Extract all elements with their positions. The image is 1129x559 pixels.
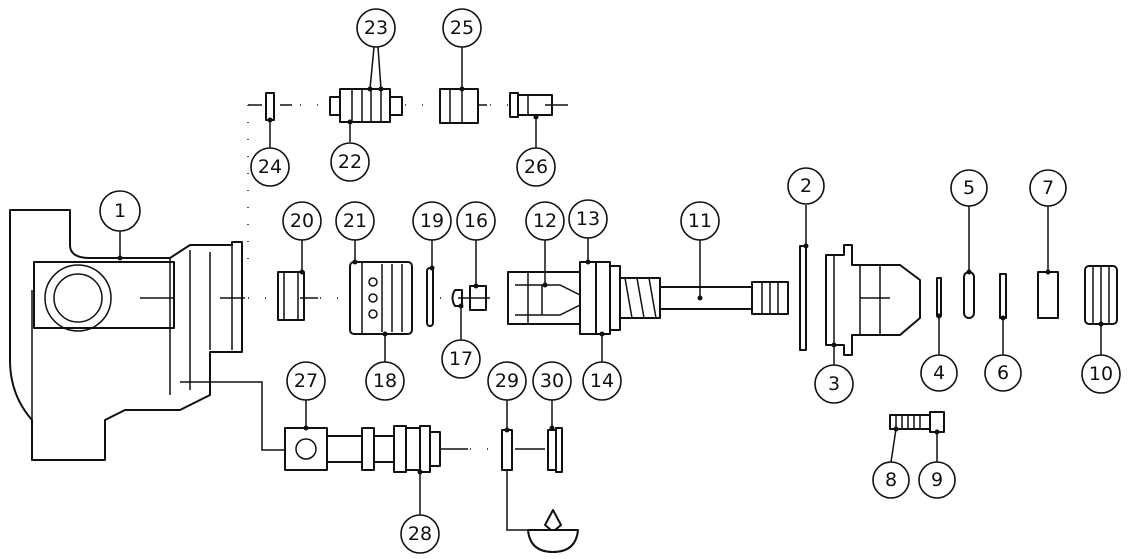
- callout-2: 2: [787, 167, 825, 205]
- callout-17: 17: [441, 339, 481, 379]
- callout-28: 28: [400, 514, 440, 554]
- svg-text:8: 8: [885, 469, 897, 491]
- top-assembly-row: [247, 88, 568, 260]
- callout-5: 5: [950, 169, 988, 207]
- svg-text:28: 28: [408, 523, 432, 545]
- svg-text:7: 7: [1042, 177, 1054, 199]
- callouts: 1 2 3 4 5 6 7 8 9 10 11 12 13 14 16 17 1…: [99, 8, 1121, 554]
- callout-26: 26: [516, 147, 556, 187]
- svg-text:23: 23: [364, 17, 388, 39]
- svg-text:30: 30: [540, 370, 564, 392]
- svg-text:18: 18: [373, 370, 397, 392]
- callout-1: 1: [99, 190, 141, 232]
- svg-text:29: 29: [495, 370, 519, 392]
- callout-18: 18: [365, 361, 405, 401]
- part-1-housing: [9, 209, 245, 461]
- callout-21: 21: [335, 201, 375, 241]
- svg-text:3: 3: [828, 373, 840, 395]
- svg-text:17: 17: [449, 348, 473, 370]
- callout-7: 7: [1029, 169, 1067, 207]
- callout-13: 13: [568, 199, 608, 239]
- callout-24: 24: [250, 147, 290, 187]
- svg-text:14: 14: [590, 370, 614, 392]
- svg-text:2: 2: [800, 175, 812, 197]
- svg-text:6: 6: [997, 362, 1009, 384]
- callout-22: 22: [330, 142, 370, 182]
- callout-4: 4: [920, 354, 958, 392]
- svg-text:10: 10: [1089, 363, 1113, 385]
- leader-lines: [117, 46, 1104, 515]
- callout-30: 30: [532, 361, 572, 401]
- svg-text:9: 9: [931, 469, 943, 491]
- svg-text:4: 4: [933, 362, 945, 384]
- callout-20: 20: [282, 201, 322, 241]
- right-assembly-row: [799, 244, 1118, 356]
- svg-text:27: 27: [294, 370, 318, 392]
- svg-text:25: 25: [450, 17, 474, 39]
- middle-assembly-row: [248, 261, 789, 335]
- bottom-assembly-row: [180, 381, 579, 553]
- svg-text:11: 11: [688, 210, 712, 232]
- callout-8: 8: [872, 461, 910, 499]
- callout-11: 11: [680, 201, 720, 241]
- callout-23: 23: [356, 8, 396, 48]
- callout-10: 10: [1081, 354, 1121, 394]
- svg-text:16: 16: [464, 210, 488, 232]
- callout-14: 14: [582, 361, 622, 401]
- callout-3: 3: [814, 364, 854, 404]
- svg-text:24: 24: [258, 156, 282, 178]
- svg-text:1: 1: [114, 200, 126, 222]
- svg-text:20: 20: [290, 210, 314, 232]
- callout-16: 16: [456, 201, 496, 241]
- callout-25: 25: [442, 8, 482, 48]
- callout-29: 29: [487, 361, 527, 401]
- svg-text:21: 21: [343, 210, 367, 232]
- svg-text:19: 19: [420, 210, 444, 232]
- callout-9: 9: [918, 461, 956, 499]
- svg-text:22: 22: [338, 151, 362, 173]
- svg-text:26: 26: [524, 156, 548, 178]
- svg-text:12: 12: [533, 210, 557, 232]
- callout-12: 12: [525, 201, 565, 241]
- callout-27: 27: [286, 361, 326, 401]
- svg-text:13: 13: [576, 208, 600, 230]
- callout-19: 19: [412, 201, 452, 241]
- svg-text:5: 5: [963, 177, 975, 199]
- callout-6: 6: [984, 354, 1022, 392]
